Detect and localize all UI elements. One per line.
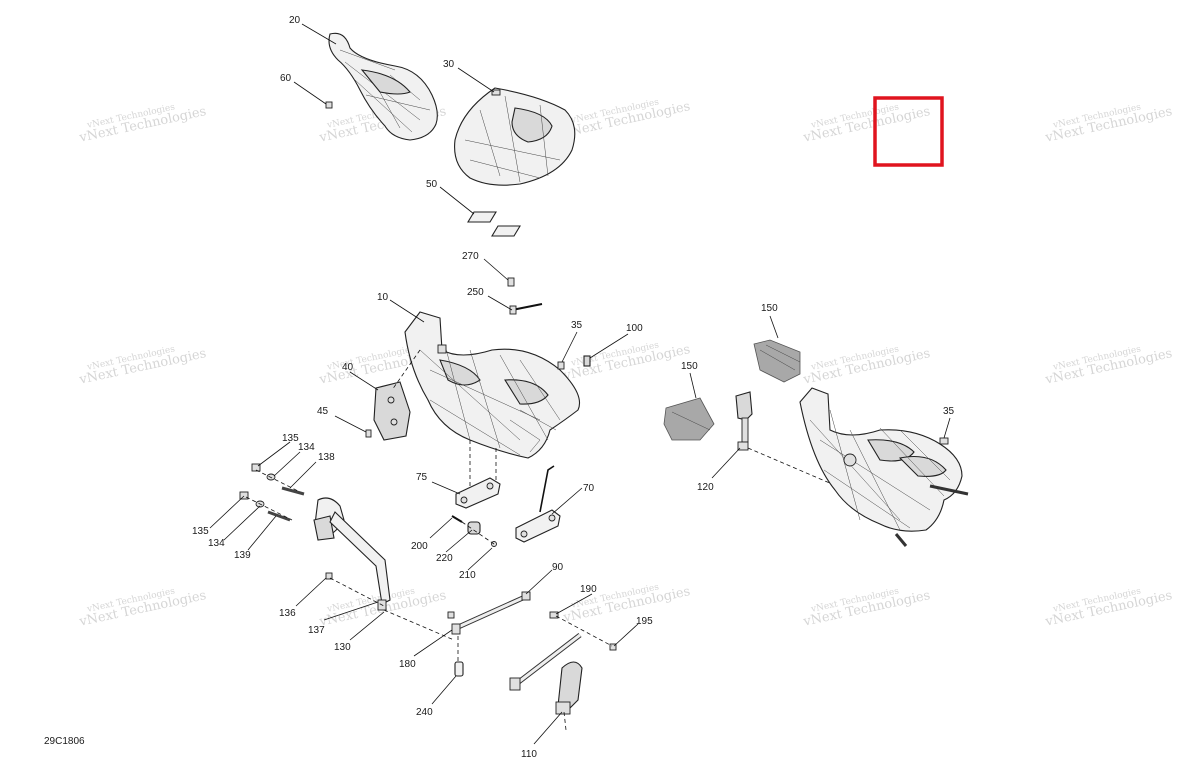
watermark: vNext Technologies vNext Technologies [801,586,931,629]
part-40-bracket[interactable] [373,381,411,441]
part-100-clip[interactable] [583,355,591,367]
part-200-pin[interactable] [451,515,463,523]
part-136-screw[interactable] [325,572,333,580]
callout-150[interactable]: 150 [761,303,778,314]
callout-35-right[interactable]: 35 [943,406,955,417]
part-180-nut[interactable] [447,611,455,619]
part-139-bolt[interactable] [267,510,291,522]
callout-200[interactable]: 200 [411,541,428,552]
callout-35[interactable]: 35 [571,320,583,331]
part-135-nut-lower[interactable] [239,491,249,500]
part-134-washer[interactable] [266,473,276,481]
callout-195[interactable]: 195 [636,616,653,627]
callout-220[interactable]: 220 [436,553,453,564]
part-270-screw[interactable] [507,277,515,287]
watermark: vNext Technologies vNext Technologies [1043,344,1173,387]
callout-40[interactable]: 40 [342,362,354,373]
assembled-seat[interactable] [799,387,969,547]
part-138-bolt[interactable] [281,486,305,496]
leader-lines [209,23,951,745]
callout-134-lower[interactable]: 134 [208,538,225,549]
callout-270[interactable]: 270 [462,251,479,262]
watermark: vNext Technologies vNext Technologies [561,97,691,140]
part-250-pin[interactable] [509,303,543,315]
part-195-nut[interactable] [609,643,617,651]
callout-250[interactable]: 250 [467,287,484,298]
watermark: vNext Technologies vNext Technologies [1043,586,1173,629]
callout-130[interactable]: 130 [334,642,351,653]
watermark: vNext Technologies vNext Technologies [77,586,207,629]
callout-136[interactable]: 136 [279,608,296,619]
part-75-slider[interactable] [455,477,501,509]
callout-70[interactable]: 70 [583,483,595,494]
part-20-backrest[interactable] [328,32,438,141]
callout-110[interactable]: 110 [521,749,537,760]
watermark: vNext Technologies vNext Technologies [1043,102,1173,145]
part-150-cover[interactable] [663,339,801,441]
callout-134[interactable]: 134 [298,442,315,453]
part-90-rod[interactable] [451,591,531,635]
part-30-seat-cushion[interactable] [454,87,576,186]
part-60-screw[interactable] [325,101,333,109]
callout-50[interactable]: 50 [426,179,438,190]
callout-190[interactable]: 190 [580,584,597,595]
callout-138[interactable]: 138 [318,452,335,463]
callout-150-left[interactable]: 150 [681,361,698,372]
callout-45[interactable]: 45 [317,406,329,417]
highlight-box [873,96,944,167]
part-70-slider[interactable] [515,465,561,543]
callout-90[interactable]: 90 [552,562,564,573]
part-190-bolt[interactable] [549,611,559,619]
callout-139[interactable]: 139 [234,550,251,561]
callout-210[interactable]: 210 [459,570,476,581]
callout-75[interactable]: 75 [416,472,428,483]
callout-labels: 20 60 30 50 270 250 10 35 100 40 45 135 … [192,15,955,760]
part-110-buckle-rod[interactable] [509,633,583,715]
part-240-sleeve[interactable] [454,661,464,677]
watermark: vNext Technologies vNext Technologies [77,344,207,387]
callout-240[interactable]: 240 [416,707,433,718]
callout-120[interactable]: 120 [697,482,714,493]
part-45-screw[interactable] [365,429,372,438]
callout-30[interactable]: 30 [443,59,455,70]
part-120-belt-buckle[interactable] [735,391,753,451]
callout-10[interactable]: 10 [377,292,389,303]
part-50-label[interactable] [467,211,521,237]
diagram-code: 29C1806 [44,736,85,747]
part-10-seat-shell[interactable] [404,311,581,459]
watermark: vNext Technologies vNext Technologies [801,344,931,387]
watermark: vNext Technologies vNext Technologies [801,102,931,145]
part-35-screw-right[interactable] [939,437,949,445]
callout-135-lower[interactable]: 135 [192,526,209,537]
part-35-screw[interactable] [557,361,565,370]
part-135-nut[interactable] [251,463,261,472]
watermark: vNext Technologies vNext Technologies [77,102,207,145]
callout-135[interactable]: 135 [282,433,299,444]
watermark: vNext Technologies vNext Technologies [561,340,691,383]
callout-100[interactable]: 100 [626,323,643,334]
callout-137[interactable]: 137 [308,625,325,636]
callout-60[interactable]: 60 [280,73,292,84]
callout-20[interactable]: 20 [289,15,301,26]
callout-180[interactable]: 180 [399,659,416,670]
